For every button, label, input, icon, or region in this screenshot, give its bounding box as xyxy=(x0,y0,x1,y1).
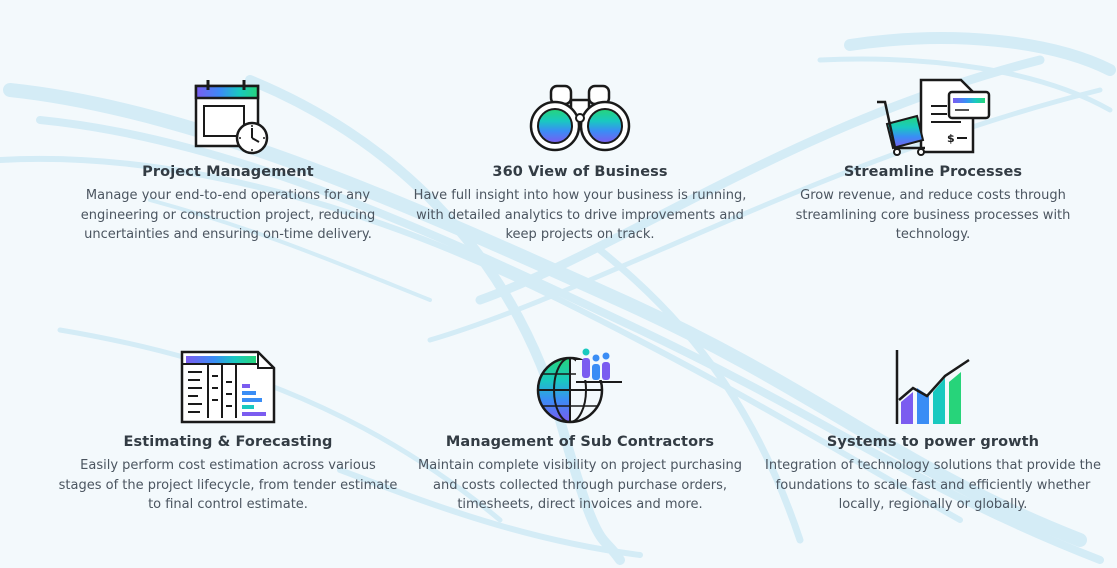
growth-chart-icon xyxy=(763,336,1103,426)
globe-people-icon xyxy=(410,336,750,426)
feature-title: Project Management xyxy=(142,164,314,180)
svg-text:$: $ xyxy=(947,132,955,145)
feature-description: Maintain complete visibility on project … xyxy=(418,458,742,512)
feature-description: Easily perform cost estimation across va… xyxy=(58,458,398,512)
feature-title: 360 View of Business xyxy=(492,164,668,180)
feature-description: Integration of technology solutions that… xyxy=(765,458,1101,512)
feature-description: Have full insight into how your business… xyxy=(413,188,747,242)
feature-estimating-forecasting: Estimating & Forecasting Easily perform … xyxy=(58,336,398,515)
feature-title: Estimating & Forecasting xyxy=(123,434,333,450)
calendar-clock-icon xyxy=(58,66,398,156)
feature-systems-growth: Systems to power growth Integration of t… xyxy=(763,336,1103,515)
feature-project-management: Project Management Manage your end-to-en… xyxy=(58,66,398,245)
binoculars-icon xyxy=(410,66,750,156)
feature-description: Grow revenue, and reduce costs through s… xyxy=(795,188,1071,242)
feature-title: Management of Sub Contractors xyxy=(445,434,715,450)
feature-title: Streamline Processes xyxy=(843,164,1023,180)
spreadsheet-icon xyxy=(58,336,398,426)
feature-sub-contractors: Management of Sub Contractors Maintain c… xyxy=(410,336,750,515)
invoice-cart-icon: $ xyxy=(763,66,1103,156)
feature-360-view: 360 View of Business Have full insight i… xyxy=(410,66,750,245)
feature-description: Manage your end-to-end operations for an… xyxy=(80,188,376,242)
feature-streamline-processes: $ Streamline Processes Grow revenue, and… xyxy=(763,66,1103,245)
feature-title: Systems to power growth xyxy=(826,434,1040,450)
